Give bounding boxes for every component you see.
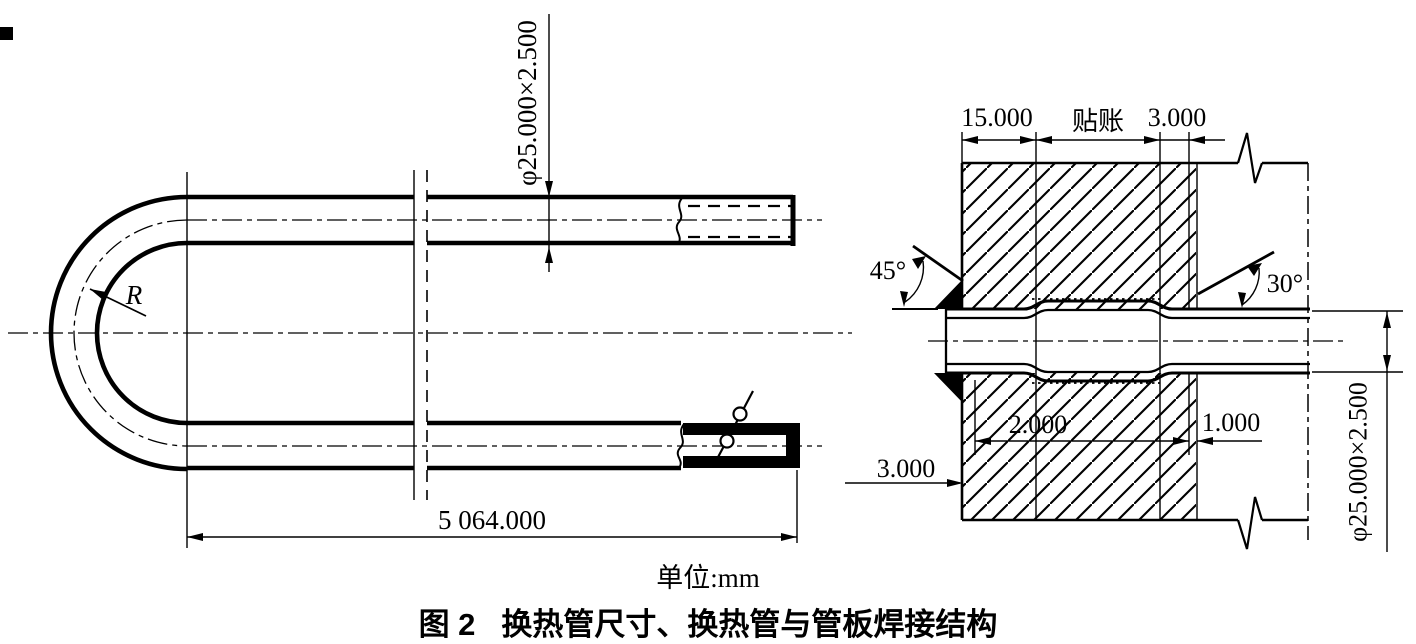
top-dimension-chain [962,136,1225,144]
unit-label: 单位:mm [656,563,760,593]
expanded-tube [944,298,1310,384]
diameter-symbol-circle [732,406,748,422]
zone-boundary-lines [961,132,1198,520]
groove-depth-dimension [975,437,1189,445]
figure-number: 图 2 [418,607,476,642]
lower-tube-end [676,390,800,543]
tubesheet-section [960,132,1309,550]
groove-angle-annotation [1197,250,1275,308]
bend-radius-leader [89,288,147,317]
tube-length-dimension-label: 5 064.000 [438,505,546,535]
weld-fillets [934,279,963,403]
expansion-zone-label: 贴账 [1072,107,1124,136]
weld-leg-leader [845,479,963,487]
page-edge-artifact [0,27,13,40]
weld-angle-label: 45° [870,256,906,285]
break-lines [413,170,428,500]
tube-od-dimension-label: φ25.000×2.500 [512,20,542,186]
weld-fillet-lower [934,373,963,403]
diameter-callout-line [715,390,754,462]
centerlines [8,219,852,447]
diameter-symbol-circle [719,433,735,449]
break-zigzag-bottom [1236,496,1264,550]
right-view-weld-detail: 15.000 贴账 3.000 45° 30° 2.000 1.000 3.00… [845,103,1403,552]
figure-caption: 图 2 换热管尺寸、换热管与管板焊接结构 [0,599,1416,644]
groove-depth-label: 2.000 [1009,410,1068,439]
gap-width-label: 1.000 [1202,408,1261,437]
upper-tube-end [675,195,796,246]
weld-angle-annotation [892,244,964,310]
right-tube-od-label: φ25.000×2.500 [1344,382,1373,542]
tube-walls [187,194,793,471]
partial-section-break [676,423,685,469]
od-dimension [545,14,553,272]
bend-radius-label: R [125,280,143,310]
right-od-dimension [1312,310,1403,552]
gap-width-dimension [1197,437,1262,445]
weld-zone-width-label: 15.000 [961,103,1033,132]
break-zigzag-top [1236,132,1264,184]
left-view-u-tube: φ25.000×2.500 R 5 064.000 [8,14,852,548]
sheet-gap-label: 3.000 [1148,103,1207,132]
length-dimension [187,533,797,541]
weld-fillet-upper [934,279,963,309]
weld-leg-label: 3.000 [877,454,936,483]
figure-title: 换热管尺寸、换热管与管板焊接结构 [501,607,998,642]
partial-section-break [675,197,683,245]
groove-angle-label: 30° [1267,269,1303,298]
u-bend-outline [48,194,188,472]
